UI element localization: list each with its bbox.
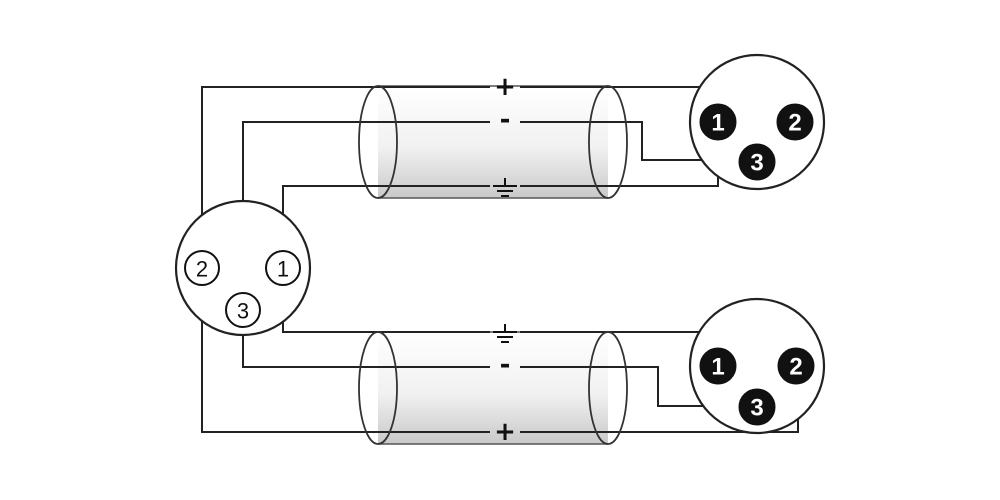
bottom-plus-label: + — [494, 417, 516, 447]
top-male-pin-2: 2 — [776, 103, 814, 141]
top-cable-ends — [358, 85, 628, 199]
wire-top-minus-right — [520, 121, 742, 161]
top-male-pin-1: 1 — [699, 103, 737, 141]
female-xlr-connector: 2 1 3 — [174, 199, 312, 337]
wire-top-plus — [201, 86, 490, 268]
female-pin-3: 3 — [225, 292, 261, 328]
bottom-cable-ends — [358, 331, 628, 445]
bottom-male-pin-1: 1 — [699, 347, 737, 385]
top-minus-label: - — [500, 105, 511, 135]
svg-text:2: 2 — [196, 257, 208, 282]
female-pin-2: 2 — [184, 250, 220, 286]
top-cable-sheath — [378, 85, 608, 199]
svg-text:2: 2 — [788, 110, 801, 137]
bottom-male-pin-2: 2 — [777, 347, 815, 385]
bottom-ground-icon — [493, 324, 517, 343]
female-pin-1: 1 — [265, 250, 301, 286]
top-plus-label: + — [494, 72, 516, 102]
svg-text:3: 3 — [750, 395, 763, 422]
svg-text:2: 2 — [789, 354, 802, 381]
top-ground-icon — [493, 178, 517, 197]
svg-text:3: 3 — [237, 299, 249, 324]
male-xlr-connector-bottom: 1 2 3 — [688, 297, 826, 435]
bottom-minus-label: - — [500, 350, 511, 380]
bottom-cable-sheath — [378, 331, 608, 445]
wire-bottom-minus-right — [520, 366, 742, 407]
bottom-male-pin-3: 3 — [738, 388, 776, 426]
top-male-pin-3: 3 — [738, 143, 776, 181]
wire-bottom-plus — [201, 268, 490, 433]
svg-text:1: 1 — [277, 257, 289, 282]
wire-bottom-ground — [282, 268, 490, 333]
male-xlr-connector-top: 1 2 3 — [688, 53, 826, 191]
svg-text:1: 1 — [711, 354, 724, 381]
svg-text:3: 3 — [750, 150, 763, 177]
svg-text:1: 1 — [711, 110, 724, 137]
